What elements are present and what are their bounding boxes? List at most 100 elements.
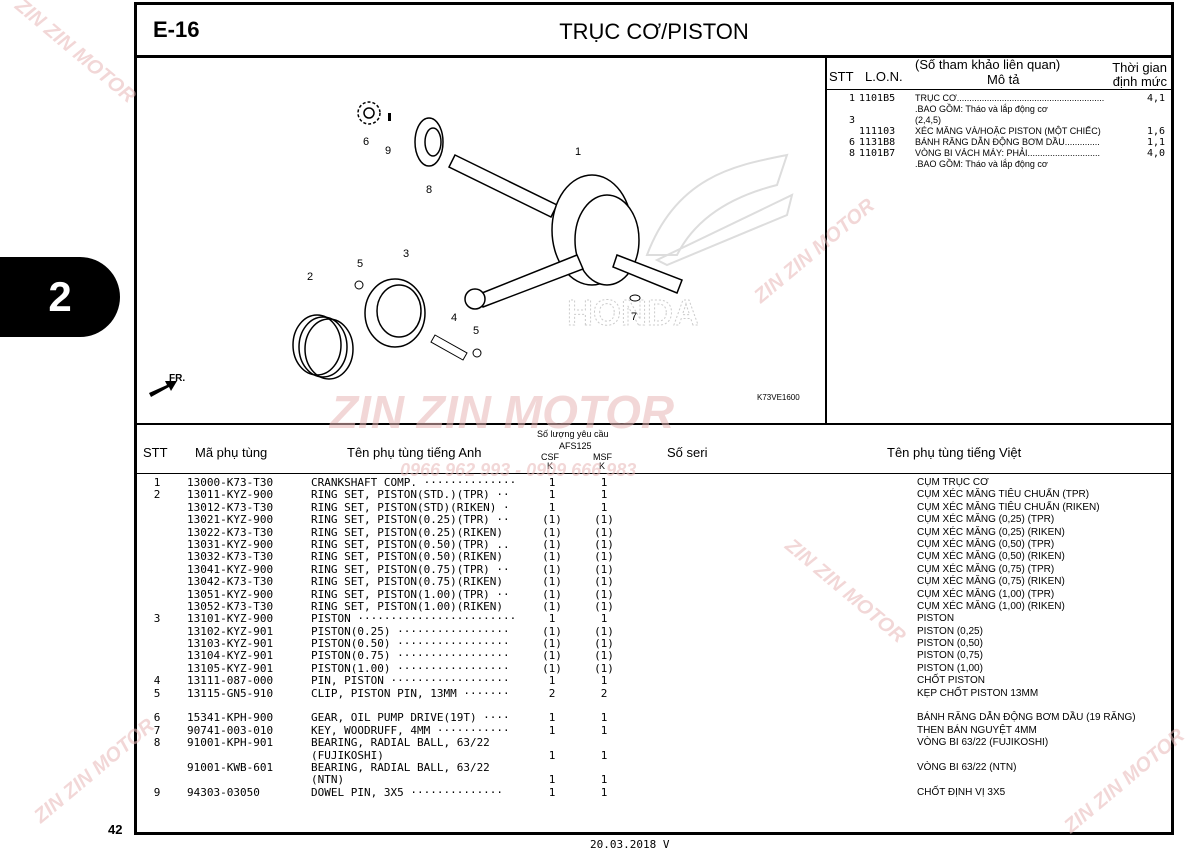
cell-part-no: 13032-K73-T30 [187, 550, 274, 564]
labor-operation-table: STT L.O.N. (Số tham khảo liên quan) Mô t… [827, 55, 1171, 423]
cell-part-no: 13021-KYZ-900 [187, 513, 274, 527]
cell-part-no: 13000-K73-T30 [187, 476, 274, 489]
parts-table: STT Mã phụ tùng Tên phụ tùng tiếng Anh S… [137, 423, 1171, 832]
cell-stt: 7 [153, 723, 161, 737]
cell-qty-csf: (1) [542, 661, 562, 675]
svg-text:FR.: FR. [169, 373, 185, 384]
cell-qty-csf: (1) [542, 587, 562, 601]
piston-pin-clip-icon [472, 348, 482, 358]
page-header: E-16 TRỤC CƠ/PISTON [137, 5, 1171, 58]
cell-qty-csf: (1) [542, 575, 562, 589]
cell-name-vn: BÁNH RĂNG DẪN ĐỘNG BƠM DẦU (19 RĂNG) [917, 712, 1136, 724]
cell-name-en: RING SET, PISTON(0.25)(RIKEN) [311, 525, 504, 539]
cell-stt: 9 [153, 785, 161, 799]
col-name-vn: Tên phụ tùng tiếng Việt [887, 445, 1022, 460]
cell-name-en: RING SET, PISTON(STD)(RIKEN) · [311, 500, 510, 514]
cell-part-no: 13031-KYZ-900 [187, 537, 274, 551]
cell-name-en: CLIP, PISTON PIN, 13MM ······· [311, 686, 510, 700]
cell-name-vn: CỤM XÉC MĂNG (0,50) (RIKEN) [917, 551, 1065, 563]
cell-qty-msf: 1 [600, 612, 608, 626]
cell-name-en: RING SET, PISTON(0.50)(RIKEN) [311, 550, 504, 564]
cell-part-no: 90741-003-010 [187, 723, 274, 737]
col-model: AFS125 [559, 441, 592, 451]
cell-name-en: PISTON(0.75) ················· [311, 649, 510, 663]
cell-qty-msf: (1) [594, 587, 614, 601]
cell-name-en: PIN, PISTON ·················· [311, 674, 510, 688]
cell-name-vn: PISTON (0,50) [917, 638, 983, 650]
cell-name-vn: CỤM XÉC MĂNG (0,25) (RIKEN) [917, 526, 1065, 538]
cell-qty-csf: (1) [542, 525, 562, 539]
cell-name-en: (FUJIKOSHI) [311, 748, 384, 762]
cell-part-no: 13101-KYZ-900 [187, 612, 274, 626]
cell-name-vn: CỤM XÉC MĂNG TIÊU CHUẨN (TPR) [917, 489, 1090, 501]
cell-qty-msf: 2 [600, 686, 608, 700]
cell-part-no: 13052-K73-T30 [187, 599, 274, 613]
callout-1: 1 [575, 146, 581, 158]
col-csf: CSF [541, 452, 559, 462]
cell-stt: 2 [153, 488, 161, 502]
section-code: E-16 [153, 17, 200, 42]
cell-qty-csf: 1 [548, 500, 556, 514]
cell-qty-msf: 1 [600, 488, 608, 502]
cell-name-vn: CỤM XÉC MĂNG (0,50) (TPR) [917, 538, 1055, 550]
cell-part-no: 13022-K73-T30 [187, 525, 274, 539]
cell-name-en: RING SET, PISTON(STD.)(TPR) ·· [311, 488, 510, 502]
piston-pin-icon [430, 334, 468, 361]
cell-qty-msf: 1 [600, 748, 608, 762]
cell-part-no: 13011-KYZ-900 [187, 488, 274, 502]
col-stt: STT [143, 445, 168, 460]
cell-name-vn: PISTON (0,75) [917, 650, 983, 662]
bearing-icon [414, 117, 444, 167]
diagram-code: K73VE1600 [757, 393, 800, 402]
cell-qty-csf: (1) [542, 624, 562, 638]
cell-part-no: 91001-KPH-901 [187, 736, 274, 750]
woodruff-key-icon [629, 294, 641, 302]
oil-pump-gear-icon [357, 101, 381, 125]
cell-part-no: 13012-K73-T30 [187, 500, 274, 514]
col-msf: MSF [593, 452, 612, 462]
cell-name-vn: VÒNG BI 63/22 (NTN) [917, 761, 1017, 773]
cell-qty-csf: 1 [548, 612, 556, 626]
cell-qty-msf: (1) [594, 550, 614, 564]
cell-qty-csf: (1) [542, 537, 562, 551]
cell-stt: 8 [153, 736, 161, 750]
cell-qty-msf: (1) [594, 624, 614, 638]
cell-name-vn: THEN BÁN NGUYỆT 4MM [917, 724, 1037, 736]
cell-qty-msf: (1) [594, 599, 614, 613]
table-row: 13012-K73-T30 RING SET, PISTON(STD)(RIKEN… [137, 500, 1171, 514]
cell-name-vn: CỤM XÉC MĂNG (0,75) (RIKEN) [917, 576, 1065, 588]
cell-qty-csf: (1) [542, 562, 562, 576]
cell-part-no: 94303-03050 [187, 785, 260, 799]
watermark-brand-small: ZIN ZIN MOTOR [10, 0, 140, 108]
callout-5b: 5 [473, 325, 479, 337]
cell-name-vn: CỤM XÉC MĂNG (1,00) (RIKEN) [917, 600, 1065, 612]
cell-name-vn: CỤM TRỤC CƠ [917, 477, 989, 488]
cell-part-no: 13103-KYZ-901 [187, 637, 274, 651]
cell-name-vn: CỤM XÉC MĂNG (0,75) (TPR) [917, 563, 1055, 575]
cell-name-vn: CỤM XÉC MĂNG (0,25) (TPR) [917, 514, 1055, 526]
cell-qty-msf: (1) [594, 661, 614, 675]
cell-part-no: 13115-GN5-910 [187, 686, 274, 700]
col-serial: Số seri [667, 445, 708, 460]
callout-2: 2 [307, 271, 313, 283]
callout-3: 3 [403, 248, 409, 260]
cell-qty-csf: (1) [542, 637, 562, 651]
